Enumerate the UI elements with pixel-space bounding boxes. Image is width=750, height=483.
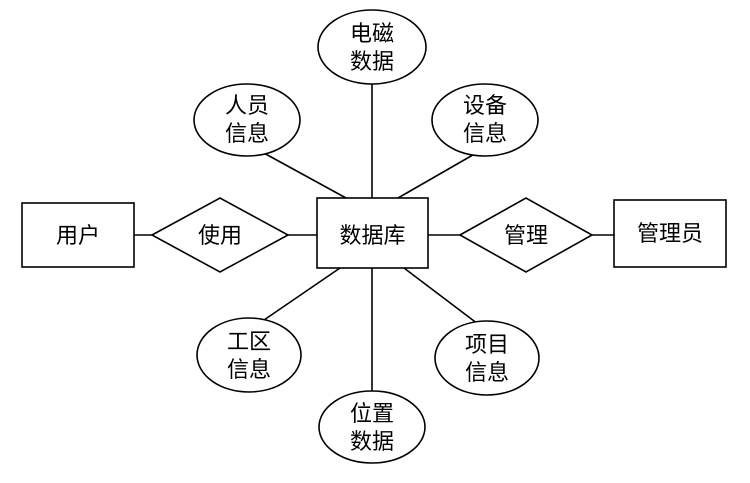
attribute-work-area-info-ellipse: [196, 317, 302, 393]
attribute-em-data: 电磁 数据: [317, 9, 427, 85]
attribute-work-area-info-line-2: 信息: [227, 358, 271, 383]
entity-database-label: 数据库: [339, 224, 405, 249]
relationship-manage-diamond: [458, 197, 594, 273]
relationship-manage: 管理: [458, 197, 594, 273]
attribute-location-data-ellipse: [318, 390, 426, 464]
attribute-location-data-line-1: 位置: [350, 402, 394, 427]
attribute-em-data-line-2: 数据: [350, 50, 394, 75]
entity-admin-box: [613, 199, 727, 268]
attribute-project-info: 项目 信息: [434, 320, 540, 396]
connectors: [134, 82, 614, 392]
attribute-project-info-line-1: 项目: [465, 333, 509, 358]
edge-database-work-area-info: [263, 267, 341, 321]
relationship-use-label: 使用: [198, 224, 242, 249]
entity-user: 用户: [21, 202, 135, 268]
entity-user-box: [21, 202, 135, 268]
edge-database-equipment-info: [397, 151, 479, 199]
attribute-equipment-info-line-1: 设备: [463, 94, 507, 119]
relationship-use-diamond: [150, 197, 290, 273]
edge-database-personnel-info: [261, 151, 347, 199]
attribute-equipment-info-ellipse: [431, 83, 539, 157]
attribute-personnel-info-line-2: 信息: [225, 122, 269, 147]
relationship-manage-label: 管理: [504, 224, 548, 249]
attribute-project-info-ellipse: [434, 320, 540, 396]
entity-admin-label: 管理员: [637, 222, 703, 247]
attribute-equipment-info-line-2: 信息: [463, 122, 507, 147]
attribute-personnel-info-line-1: 人员: [225, 94, 269, 119]
attribute-equipment-info: 设备 信息: [431, 83, 539, 157]
entity-database-box: [316, 197, 429, 269]
entity-database: 数据库: [316, 197, 429, 269]
attribute-project-info-line-2: 信息: [465, 361, 509, 386]
attribute-location-data-line-2: 数据: [350, 430, 394, 455]
attribute-em-data-line-1: 电磁: [350, 22, 394, 47]
entity-user-label: 用户: [56, 224, 100, 249]
attribute-work-area-info-line-1: 工区: [227, 330, 271, 355]
attribute-personnel-info-ellipse: [193, 83, 301, 157]
attribute-work-area-info: 工区 信息: [196, 317, 302, 393]
attribute-em-data-ellipse: [317, 9, 427, 85]
attribute-personnel-info: 人员 信息: [193, 83, 301, 157]
attribute-location-data: 位置 数据: [318, 390, 426, 464]
relationship-use: 使用: [150, 197, 290, 273]
entity-admin: 管理员: [613, 199, 727, 268]
edge-database-project-info: [403, 267, 479, 325]
